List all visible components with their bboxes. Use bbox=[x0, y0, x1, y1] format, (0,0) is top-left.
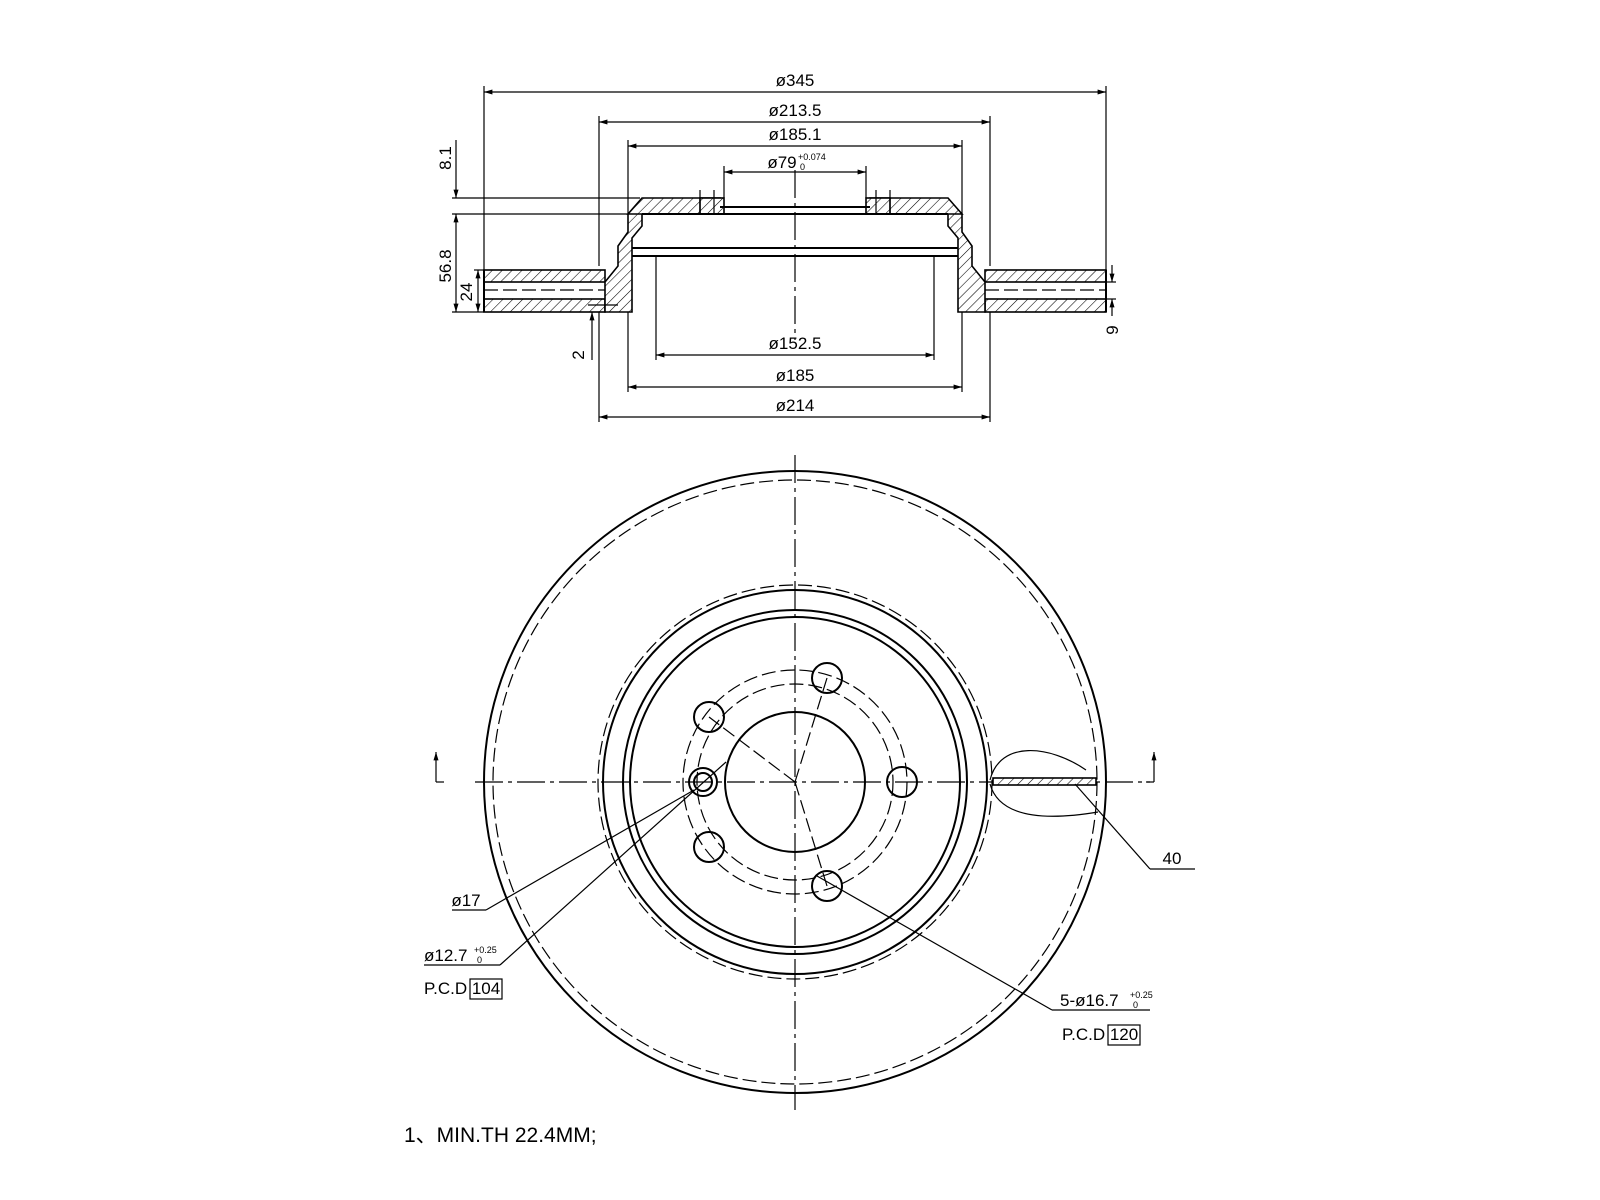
hat-right-wall bbox=[947, 204, 986, 313]
right-friction-ring-lower bbox=[984, 298, 1107, 313]
bolt-holes-tol-lower: 0 bbox=[1133, 1000, 1138, 1010]
friction-inner-dashed-circle bbox=[597, 584, 993, 980]
center-bore-tol-upper: +0.074 bbox=[798, 152, 826, 162]
hat-diameter-bottom-label: ø185 bbox=[776, 366, 815, 385]
hole-threaded-leader bbox=[499, 761, 727, 966]
pcd-120-circle bbox=[682, 669, 908, 895]
hole-small-diameter-label: ø17 bbox=[451, 891, 480, 910]
flange-circle bbox=[602, 589, 988, 975]
bolt-hole bbox=[886, 766, 918, 798]
bolt-holes-tol-upper: +0.25 bbox=[1130, 990, 1153, 1000]
outer-edge-circle bbox=[483, 470, 1107, 1094]
hat-left-wall bbox=[604, 204, 643, 313]
bolt-hole bbox=[811, 662, 843, 694]
center-bore-circle bbox=[724, 711, 866, 853]
bolt-holes-label: 5-ø16.7 bbox=[1060, 991, 1119, 1010]
bolt-holes-leader bbox=[816, 875, 1053, 1011]
hat-top-thickness-label: 8.1 bbox=[436, 146, 455, 170]
bolt-hole bbox=[693, 831, 725, 863]
hat-diameter-top-label: ø185.1 bbox=[769, 125, 822, 144]
left-friction-ring-lower bbox=[483, 298, 606, 313]
hole-threaded-tol-lower: 0 bbox=[477, 955, 482, 965]
left-friction-ring-upper bbox=[483, 269, 606, 283]
friction-inner-diameter-label: ø213.5 bbox=[769, 101, 822, 120]
note-min-thickness: 1、MIN.TH 22.4MM; bbox=[404, 1124, 597, 1147]
overall-height-label: 56.8 bbox=[436, 249, 455, 282]
hat-step-circle bbox=[629, 616, 961, 948]
pcd-large-prefix: P.C.D bbox=[1062, 1025, 1105, 1044]
outer-diameter-label: ø345 bbox=[776, 71, 815, 90]
vane-leader bbox=[1074, 783, 1151, 870]
bolt-hole bbox=[811, 870, 843, 902]
pcd-small-value: 104 bbox=[472, 979, 500, 998]
hole-threaded-tol-upper: +0.25 bbox=[474, 945, 497, 955]
hole-small-leader bbox=[485, 789, 695, 911]
small-hole-inner bbox=[693, 772, 713, 792]
bolt-hole bbox=[693, 701, 725, 733]
pcd-large-box bbox=[1107, 1024, 1141, 1046]
pcd-104-circle bbox=[696, 683, 894, 881]
hat-outer-circle bbox=[622, 609, 968, 955]
center-bore-tol-lower: 0 bbox=[800, 162, 805, 172]
right-friction-ring-upper bbox=[984, 269, 1107, 283]
vane-cutaway bbox=[989, 750, 1099, 817]
pcd-small-prefix: P.C.D bbox=[424, 979, 467, 998]
offset-label: 2 bbox=[569, 350, 588, 359]
small-hole-outer bbox=[688, 767, 718, 797]
front-view: 40 ø17 ø12.7 +0.25 0 P.C.D 104 5-ø16.7 +… bbox=[424, 455, 1195, 1110]
hole-threaded-diameter-label: ø12.7 bbox=[424, 946, 467, 965]
center-bore-label: ø79 bbox=[767, 153, 796, 172]
outer-chamfer-circle bbox=[492, 479, 1098, 1085]
disc-thickness-label: 24 bbox=[457, 283, 476, 302]
pcd-large-value: 120 bbox=[1110, 1025, 1138, 1044]
vane-angle-label: 40 bbox=[1163, 849, 1182, 868]
vane-section bbox=[992, 777, 1097, 786]
pcd-small-box bbox=[469, 978, 503, 1000]
cheek-thickness-label: 9 bbox=[1103, 325, 1122, 334]
hat-inner-diameter-label: ø152.5 bbox=[769, 334, 822, 353]
flange-diameter-label: ø214 bbox=[776, 396, 815, 415]
section-view: ø345 ø213.5 ø185.1 ø79 +0.074 0 ø152.5 ø… bbox=[436, 71, 1122, 422]
